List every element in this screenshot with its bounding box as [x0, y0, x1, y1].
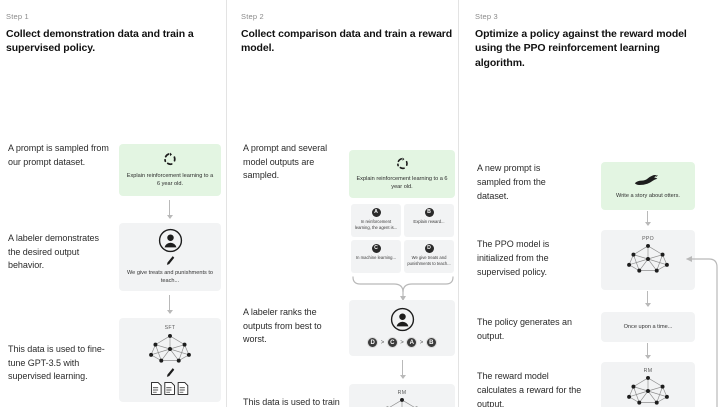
step-2-prompt-box[interactable]: Explain reinforcement learning to a 6 ye… [349, 149, 455, 198]
rank-badge-1: D [367, 337, 379, 349]
step-1-caption-2-row: A labeler demonstrates the desired outpu… [8, 232, 112, 273]
step-3-caption-1: A new prompt is sampled from the dataset… [477, 163, 546, 201]
step-2-output-letter-d: D [424, 243, 434, 253]
step-2-reward-model-box[interactable]: RM D > C [349, 383, 455, 407]
step-2-prompt-text: Explain reinforcement learning to a 6 ye… [356, 176, 448, 191]
step-2-caption-1: A prompt and several model outputs are s… [243, 142, 328, 181]
step-3-arrow-2 [644, 291, 652, 308]
step-1-caption-1: A prompt is sampled from our prompt data… [8, 142, 109, 167]
step-1-arrow-1 [166, 199, 174, 219]
step-2-output-letter-a: A [371, 207, 381, 217]
step-2-ranking-box[interactable]: D > C > A > B [349, 299, 455, 356]
step-2-ranking-sequence: D > C > A > B [367, 337, 437, 349]
step-2-output-text-c: In machine learning... [355, 254, 397, 260]
recycle-loop-icon [395, 156, 410, 171]
step-2-output-card-c[interactable]: C In machine learning... [351, 239, 401, 273]
step-1-arrow-2 [166, 294, 174, 314]
neural-network-icon [380, 397, 424, 407]
documents-icon [150, 381, 190, 396]
pencil-icon [166, 255, 175, 266]
step-3-ppo-label: PPO [642, 236, 654, 243]
step-3-caption-3: The policy generates an output. [477, 317, 572, 342]
person-avatar-icon [390, 307, 415, 332]
step-1-prompt-box[interactable]: Explain reinforcement learning to a 6 ye… [119, 143, 221, 196]
step-3-caption-1-row: A new prompt is sampled from the dataset… [477, 162, 569, 203]
step-3-output-text: Once upon a time... [623, 324, 673, 331]
step-1-title: Collect demonstration data and train a s… [6, 28, 194, 55]
recycle-loop-icon [162, 151, 178, 167]
neural-network-icon [626, 243, 670, 275]
step-3-caption-3-row: The policy generates an output. [477, 316, 583, 343]
step-3-caption-2: The PPO model is initialized from the su… [477, 239, 550, 277]
step-3-prompt-box[interactable]: Write a story about otters. [601, 162, 695, 211]
step-3-prompt-text: Write a story about otters. [616, 192, 680, 199]
update-loop-arrow [681, 254, 720, 407]
step-1-panel: Step 1 Collect demonstration data and tr… [0, 0, 226, 407]
step-1-labeler-text: We give treats and punishments to teach.… [126, 270, 214, 285]
step-3-ppo-box[interactable]: PPO [601, 230, 695, 291]
step-2-caption-2: A labeler ranks the outputs from best to… [243, 306, 322, 345]
rank-sep-3: > [419, 339, 424, 346]
step-2-title: Collect comparison data and train a rewa… [241, 28, 453, 55]
step-3-caption-4-row: The reward model calculates a reward for… [477, 370, 583, 407]
step-1-label: Step 1 [6, 12, 29, 21]
person-avatar-icon [158, 228, 183, 253]
step-3-arrow-3 [644, 343, 652, 360]
step-2-output-card-d[interactable]: D We give treats and punishments to teac… [404, 239, 454, 273]
otter-icon [633, 173, 663, 187]
rank-badge-2: C [386, 337, 398, 349]
step-2-output-card-b[interactable]: B Explain reward... [404, 203, 454, 237]
step-2-output-text-a: In reinforcement learning, the agent is.… [354, 218, 398, 230]
pencil-icon [166, 367, 175, 378]
step-3-caption-2-row: The PPO model is initialized from the su… [477, 238, 583, 279]
step-3-title: Optimize a policy against the reward mod… [475, 28, 687, 69]
step-3-output-box[interactable]: Once upon a time... [601, 312, 695, 343]
step-3-caption-4: The reward model calculates a reward for… [477, 371, 582, 407]
step-3-rm-label: RM [643, 368, 653, 375]
step-2-caption-3-row: This data is used to train our reward mo… [243, 396, 343, 407]
rank-sep-2: > [400, 339, 404, 346]
neural-network-icon [148, 333, 192, 365]
rank-badge-4: B [425, 337, 437, 349]
step-2-caption-2-row: A labeler ranks the outputs from best to… [243, 306, 343, 347]
step-1-labeler-box[interactable]: We give treats and punishments to teach.… [119, 222, 221, 291]
step-1-caption-3: This data is used to fine-tune GPT-3.5 w… [8, 343, 105, 382]
step-3-panel: Step 3 Optimize a policy against the rew… [458, 0, 720, 407]
step-2-brace-arrow [351, 275, 455, 301]
step-3-arrow-1 [644, 211, 652, 227]
step-2-caption-3: This data is used to train our reward mo… [243, 396, 340, 407]
step-2-output-text-b: Explain reward... [413, 218, 445, 224]
step-2-output-letter-c: C [371, 243, 381, 253]
step-2-rm-label: RM [397, 389, 407, 396]
step-1-sft-label: SFT [164, 324, 176, 331]
step-2-arrow-1 [399, 359, 407, 379]
step-2-panel: Step 2 Collect comparison data and train… [226, 0, 458, 407]
neural-network-icon [626, 375, 670, 407]
step-2-label: Step 2 [241, 12, 264, 21]
step-2-output-text-d: We give treats and punishments to teach.… [407, 254, 451, 266]
step-3-label: Step 3 [475, 12, 498, 21]
step-2-caption-1-row: A prompt and several model outputs are s… [243, 142, 339, 183]
rank-badge-3: A [406, 337, 418, 349]
step-1-sft-box[interactable]: SFT [119, 317, 221, 402]
step-3-reward-model-box[interactable]: RM [601, 362, 695, 407]
step-1-caption-3-row: This data is used to fine-tune GPT-3.5 w… [8, 343, 112, 384]
step-2-output-card-a[interactable]: A In reinforcement learning, the agent i… [351, 203, 401, 237]
step-1-prompt-text: Explain reinforcement learning to a 6 ye… [126, 173, 214, 188]
step-2-output-letter-b: B [424, 207, 434, 217]
rank-sep-1: > [380, 339, 385, 346]
step-1-caption-1-row: A prompt is sampled from our prompt data… [8, 142, 112, 169]
step-1-caption-2: A labeler demonstrates the desired outpu… [8, 232, 99, 271]
